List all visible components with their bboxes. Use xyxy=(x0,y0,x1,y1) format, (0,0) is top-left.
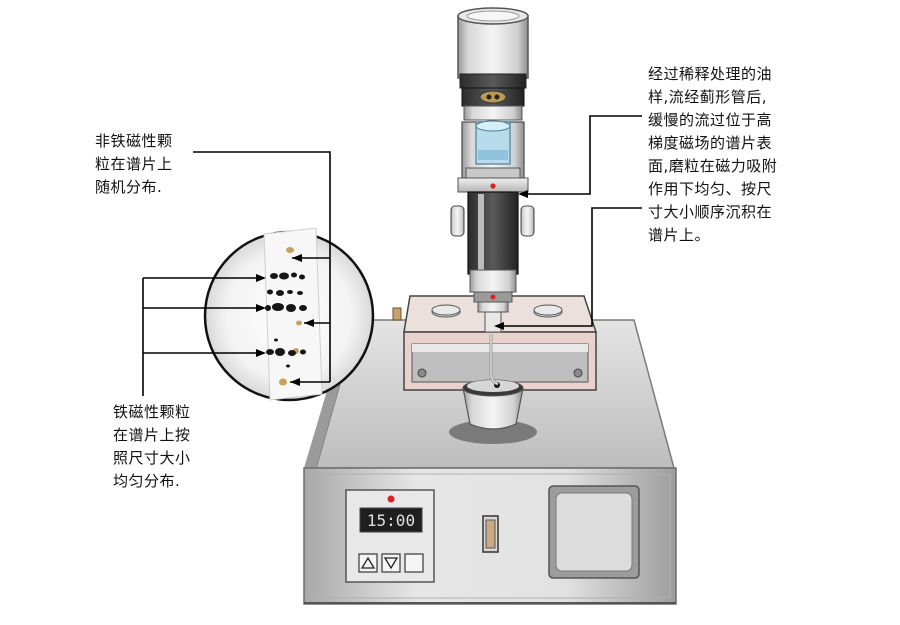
access-window xyxy=(548,485,640,579)
process-description-label: 经过稀释处理的油 样,流经蓟形管后, 缓慢的流过位于高 梯度磁场的谱片表 面,磨… xyxy=(648,65,778,244)
power-indicator-light xyxy=(387,495,395,503)
timer-display xyxy=(359,507,423,533)
timer-readout: 15:00 xyxy=(367,511,415,530)
triangle-up-icon xyxy=(360,556,376,569)
waste-beaker xyxy=(449,379,537,444)
triangle-down-icon xyxy=(383,557,399,570)
down-button[interactable] xyxy=(381,553,401,573)
slide-magnifier xyxy=(203,227,375,402)
ferrous-particles-label: 铁磁性颗粒 在谱片上按 照尺寸大小 均匀分布. xyxy=(113,403,191,490)
nonferrous-particles-label: 非铁磁性颗 粒在谱片上 随机分布. xyxy=(95,132,173,196)
control-panel: 15:00 xyxy=(345,489,435,583)
leader-lines xyxy=(142,115,642,396)
sample-column xyxy=(450,7,535,333)
leader-arrowheads xyxy=(256,190,528,386)
magnet-assembly xyxy=(392,295,598,391)
up-button[interactable] xyxy=(358,553,378,573)
enter-button[interactable] xyxy=(404,553,424,573)
power-switch[interactable] xyxy=(482,515,499,553)
